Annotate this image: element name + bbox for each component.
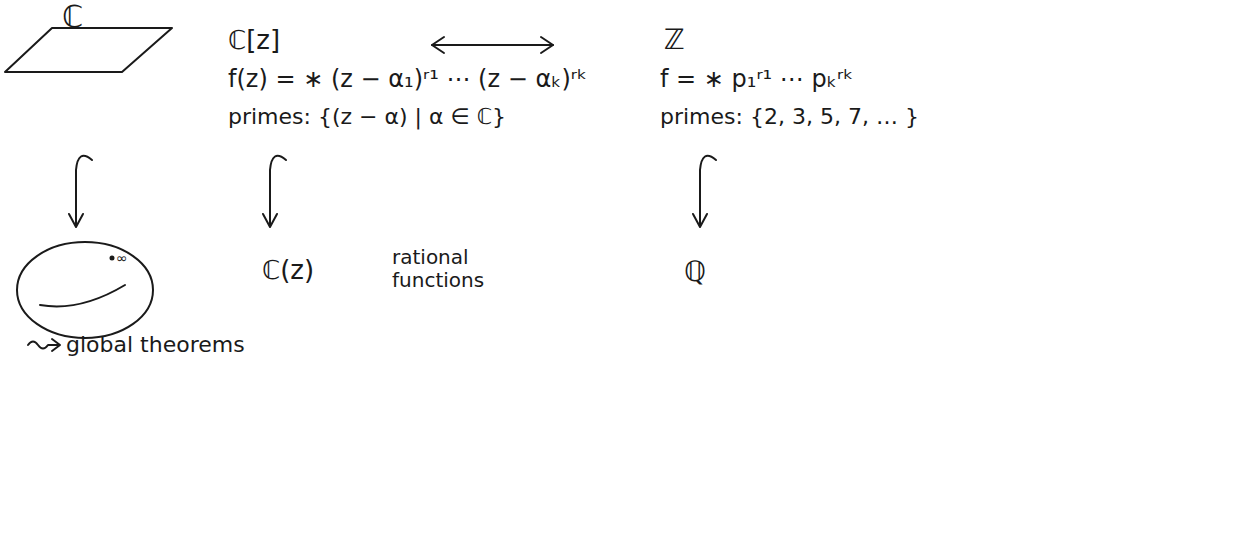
ring-symbol: ℤ — [664, 24, 685, 56]
note: global theorems — [66, 332, 245, 357]
note: primes: {2, 3, 5, 7, … } — [660, 104, 919, 129]
formula: f = ∗ p₁ʳ¹ ⋯ pₖʳᵏ — [660, 66, 853, 94]
field-symbol: ℂ(z) — [262, 256, 314, 286]
infinity-mark: ∞ — [116, 250, 128, 266]
field-symbol: ℚ — [684, 256, 706, 288]
squiggle-arrow — [28, 339, 60, 351]
riemann-sphere — [17, 242, 153, 338]
set-symbol: ℂ — [62, 0, 83, 35]
complex-plane — [5, 28, 172, 72]
double-arrow — [432, 37, 553, 53]
note: rational functions — [392, 246, 502, 292]
ring-symbol: ℂ[z] — [228, 26, 280, 56]
inclusion-arrow — [69, 156, 92, 227]
formula: f(z) = ∗ (z − α₁)ʳ¹ ⋯ (z − αₖ)ʳᵏ — [228, 66, 587, 94]
note: primes: {(z − α) | α ∈ ℂ} — [228, 104, 506, 129]
inclusion-arrow — [693, 156, 716, 227]
inclusion-arrow — [263, 156, 286, 227]
